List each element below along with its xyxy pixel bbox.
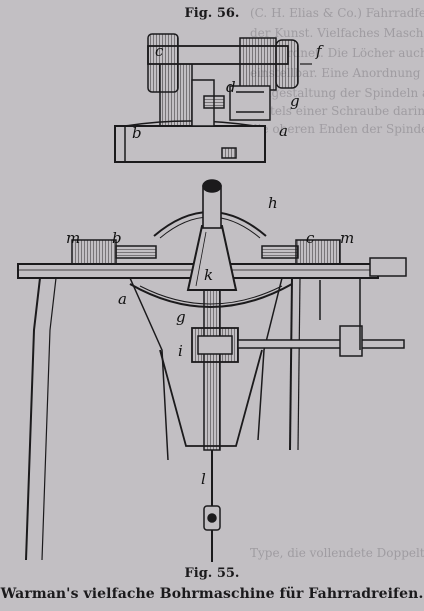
figure-55-caption: Fig. 55. [184,566,240,581]
label-c: c [155,42,164,60]
bleed-text-line: Type, die vollendete Doppeltype [250,546,424,560]
bleed-text-line: mittels einer Schraube darin eingestellt [250,104,424,118]
figure-55-drawing [17,179,407,562]
label-g: g [290,92,300,110]
label-a: a [118,290,127,308]
figure-55-labels: h m b c m k a g i l [66,194,354,488]
bleed-text-line: Umgestaltung der Spindeln angesetzt [250,86,424,100]
label-a: a [279,122,288,140]
label-k: k [204,266,213,284]
label-h: h [268,194,278,212]
label-i: i [178,342,183,360]
label-m-left: m [66,229,80,247]
label-d: d [226,78,236,96]
figure-56-drawing [114,33,312,163]
label-l: l [201,470,206,488]
label-b: b [112,229,122,247]
label-c: c [306,229,315,247]
figure-56-caption: Fig. 56. [184,6,240,21]
label-g: g [176,308,186,326]
figure-title: Warman's vielfache Bohrmaschine für Fahr… [0,586,424,602]
label-f: f [315,42,324,60]
label-b: b [132,124,142,142]
bleed-text-line: die oberen Enden der Spindelköpfe [250,122,424,136]
figure-56-labels: c f d g b a [132,42,324,142]
bleed-text-line: der Kunst. Vielfaches Maschinen [250,26,424,40]
label-m-right: m [340,229,354,247]
bleed-text-line: (C. H. Elias & Co.) Fahrradfelgen [250,6,424,20]
